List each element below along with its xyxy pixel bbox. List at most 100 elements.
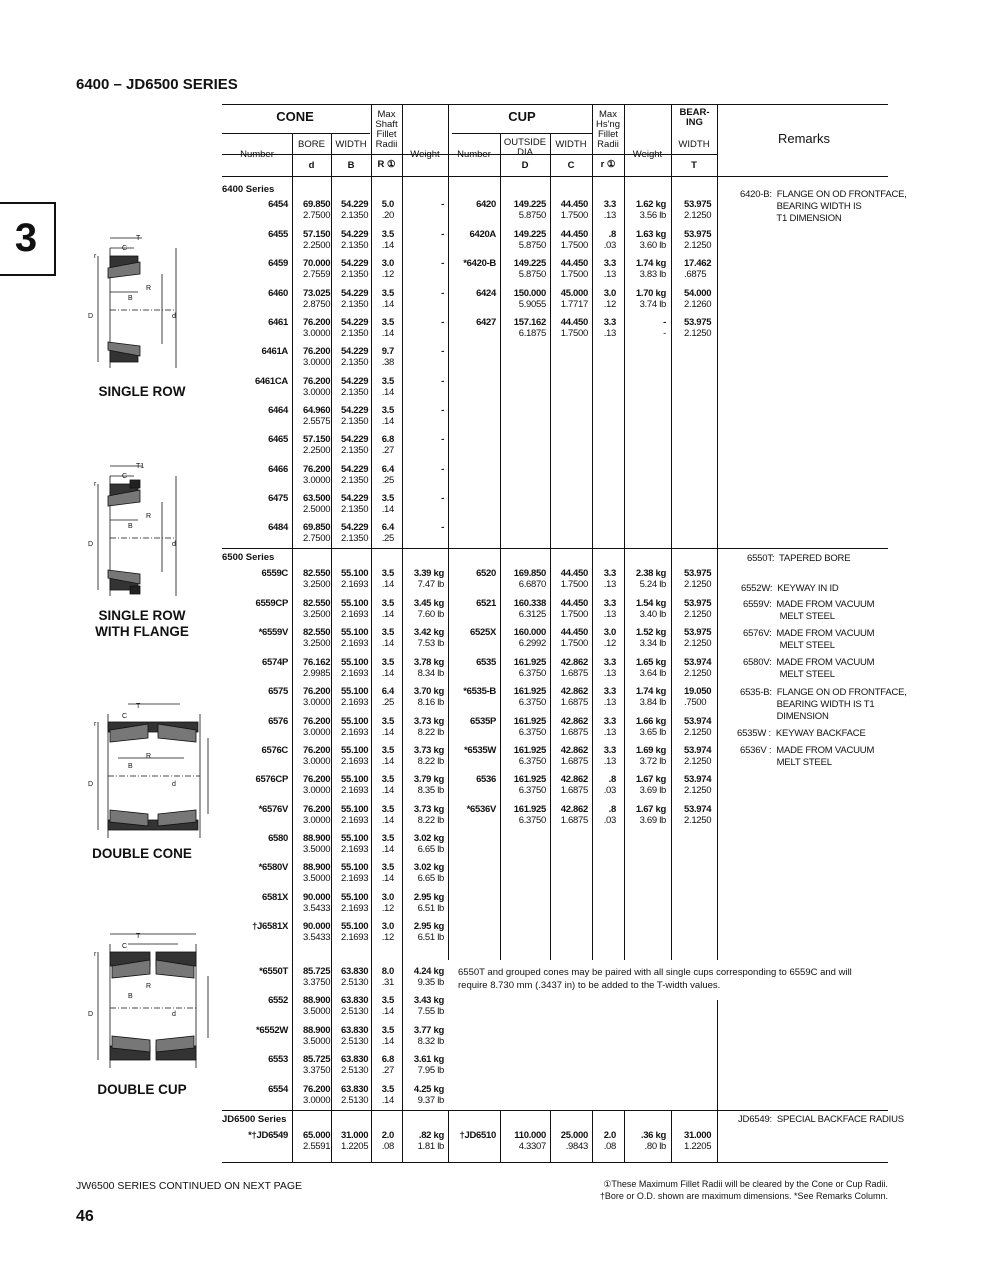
bore-mm: 88.900 xyxy=(303,995,331,1006)
bore-in: 3.5433 xyxy=(303,903,331,914)
shaft-radius-mm: 3.5 xyxy=(381,598,395,609)
cone-weight-lb: 7.47 lb xyxy=(417,579,445,590)
shaft-radius-in: .14 xyxy=(381,416,395,427)
cone-number: *6576V xyxy=(258,804,289,815)
bore-mm: 63.500 xyxy=(303,493,331,504)
bore-mm: 76.200 xyxy=(303,1084,331,1095)
housing-radius-mm: .8 xyxy=(608,229,617,240)
housing-radius-mm: .8 xyxy=(608,774,617,785)
outside-dia-in: 6.3750 xyxy=(518,727,547,738)
shaft-radius-mm: 3.0 xyxy=(381,258,395,269)
shaft-radius-in: .38 xyxy=(381,357,395,368)
bore-in: 2.9985 xyxy=(303,668,331,679)
bearing-width-mm: 31.000 xyxy=(684,1130,712,1141)
outside-dia-mm: 149.225 xyxy=(513,199,547,210)
housing-radius-in: .13 xyxy=(603,727,617,738)
bore-in: 3.2500 xyxy=(303,638,331,649)
cone-width-mm: 54.229 xyxy=(341,464,369,475)
bore-mm: 82.550 xyxy=(303,568,331,579)
outside-dia-in: 6.3750 xyxy=(518,785,547,796)
cone-weight-kg: - xyxy=(441,464,444,475)
shaft-radius-mm: 5.0 xyxy=(381,199,395,210)
shaft-radius-mm: 3.5 xyxy=(381,288,395,299)
cup-number: 6427 xyxy=(476,317,496,328)
shaft-radius-in: .12 xyxy=(381,932,395,943)
cone-number: *6580V xyxy=(258,862,289,873)
housing-radius-mm: 3.3 xyxy=(603,317,617,328)
cone-number: 6460 xyxy=(268,288,288,299)
housing-radius-mm: 3.3 xyxy=(603,745,617,756)
bore-mm: 90.000 xyxy=(303,892,331,903)
cone-width-mm: 55.100 xyxy=(341,774,369,785)
outside-dia-mm: 161.925 xyxy=(513,804,547,815)
cone-width-in: 2.5130 xyxy=(341,977,369,988)
shaft-radius-in: .27 xyxy=(381,445,395,456)
cup-header: CUP xyxy=(508,109,536,124)
bore-in: 3.0000 xyxy=(303,815,331,826)
shaft-radius-mm: 3.5 xyxy=(381,657,395,668)
bore-mm: 76.162 xyxy=(303,657,331,668)
bearing-width-in: 2.1250 xyxy=(684,668,712,679)
shaft-radius-in: .27 xyxy=(381,1065,395,1076)
bore-mm: 85.725 xyxy=(303,1054,331,1065)
cone-width-mm: 63.830 xyxy=(341,1084,369,1095)
cone-width-in: 2.1350 xyxy=(341,210,369,221)
svg-text:r: r xyxy=(94,951,97,958)
cone-width-in: 2.5130 xyxy=(341,1036,369,1047)
cone-weight-kg: 3.73 kg xyxy=(413,745,444,756)
svg-text:d: d xyxy=(172,1011,176,1018)
cone-weight-lb: 9.37 lb xyxy=(417,1095,445,1106)
cone-width-mm: 54.229 xyxy=(341,434,369,445)
cone-weight-kg: 3.77 kg xyxy=(413,1025,444,1036)
cup-weight-kg: 1.63 kg xyxy=(635,229,666,240)
cone-width-in: 2.1350 xyxy=(341,240,369,251)
shaft-radius-mm: 3.5 xyxy=(381,774,395,785)
cup-width-mm: 44.450 xyxy=(560,317,589,328)
cone-width-mm: 55.100 xyxy=(341,657,369,668)
bore-in: 3.5000 xyxy=(303,844,331,855)
svg-text:R: R xyxy=(146,983,151,990)
bore-mm: 88.900 xyxy=(303,862,331,873)
cone-width-in: 2.1693 xyxy=(341,638,369,649)
bearing-width-in: 2.1250 xyxy=(684,240,712,251)
cone-weight-lb: 9.35 lb xyxy=(417,977,445,988)
bore-in: 2.8750 xyxy=(303,299,331,310)
outside-dia-mm: 110.000 xyxy=(514,1130,546,1141)
shaft-radius-in: .14 xyxy=(381,756,395,767)
cone-number: 6455 xyxy=(268,229,288,240)
cup-width-mm: 44.450 xyxy=(560,229,589,240)
bore-header: BORE xyxy=(298,139,325,150)
outside-dia-in: 5.9055 xyxy=(518,299,547,310)
cone-width-in: 2.1350 xyxy=(341,299,369,310)
diagram-label: DOUBLE CONE xyxy=(92,846,192,861)
housing-radius-in: .03 xyxy=(603,785,617,796)
cup-number: 6420 xyxy=(476,199,496,210)
cone-width-mm: 55.100 xyxy=(341,804,369,815)
cup-weight-lb: - xyxy=(663,328,666,339)
cone-width-mm: 54.229 xyxy=(341,229,369,240)
cone-width-in: 2.1693 xyxy=(341,609,369,620)
cup-number: †JD6510 xyxy=(459,1130,497,1141)
cone-width-in: 2.1693 xyxy=(341,668,369,679)
cup-width-mm: 42.862 xyxy=(560,657,589,668)
remarks-header: Remarks xyxy=(777,131,830,146)
svg-text:B: B xyxy=(128,295,133,302)
shaft-radius-in: .14 xyxy=(381,668,395,679)
cup-weight-kg: 1.67 kg xyxy=(635,804,666,815)
bearing-width-mm: 53.975 xyxy=(684,199,712,210)
outside-dia-mm: 160.338 xyxy=(513,598,547,609)
cone-width-in: 2.1693 xyxy=(341,903,369,914)
cup-weight-lb: 5.24 lb xyxy=(639,579,667,590)
cup-width-in: 1.6875 xyxy=(560,756,589,767)
housing-radius-in: .13 xyxy=(603,210,617,221)
outside-dia-mm: 149.225 xyxy=(513,229,547,240)
cone-width-mm: 55.100 xyxy=(341,833,369,844)
bearing-width-mm: 19.050 xyxy=(684,686,712,697)
housing-radius-mm: 3.3 xyxy=(603,657,617,668)
housing-radius-mm: 2.0 xyxy=(603,1130,617,1141)
bore-in: 2.2500 xyxy=(303,445,331,456)
cup-width-in: 1.6875 xyxy=(560,785,589,796)
max-housing-header: Max Hs'ng Fillet Radii xyxy=(596,109,620,150)
cone-weight-lb: 6.65 lb xyxy=(417,844,445,855)
